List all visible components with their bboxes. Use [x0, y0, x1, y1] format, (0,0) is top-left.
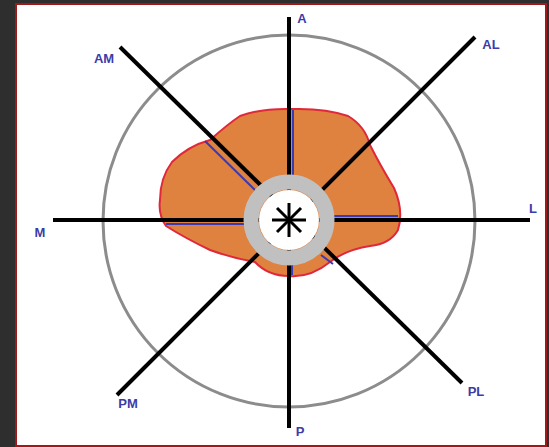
extent-lines [166, 110, 398, 275]
central-ring [251, 182, 327, 258]
lesion-region [160, 109, 401, 276]
direction-label: PL [468, 385, 485, 398]
direction-label: AL [482, 38, 499, 51]
direction-label: PM [118, 397, 138, 410]
center-star [272, 203, 306, 237]
frame [16, 4, 546, 446]
direction-label: A [297, 12, 306, 25]
direction-label: P [296, 425, 305, 438]
direction-label: M [35, 226, 46, 239]
direction-label: L [529, 202, 537, 215]
direction-label: AM [94, 52, 114, 65]
ring-hole [259, 190, 319, 250]
orientation-axes [53, 17, 530, 428]
